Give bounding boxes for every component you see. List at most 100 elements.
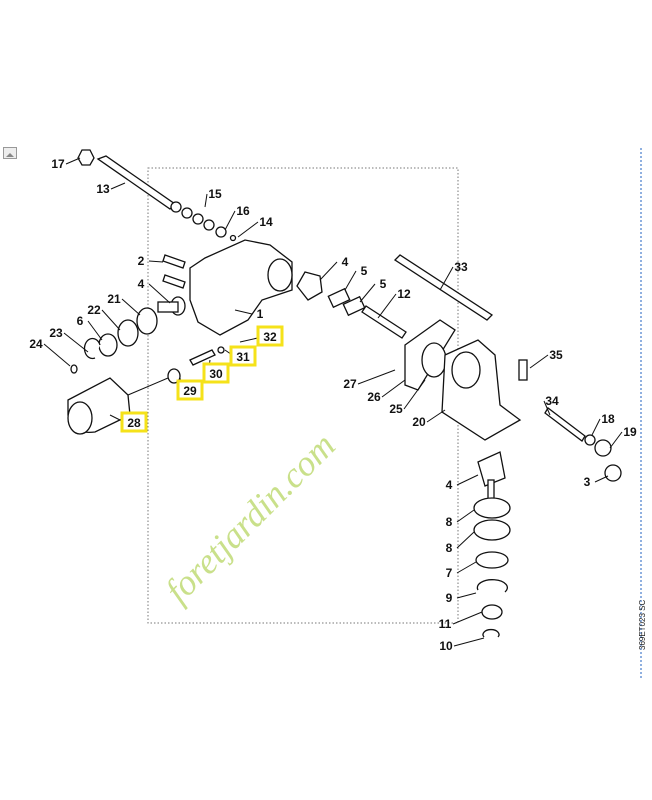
part-number: 2: [138, 254, 145, 268]
callout-14[interactable]: 14: [237, 215, 273, 238]
callout-12[interactable]: 12: [377, 287, 411, 319]
nut-11: [481, 604, 503, 620]
callout-30[interactable]: 30: [202, 359, 230, 384]
callout-15[interactable]: 15: [204, 187, 222, 208]
part-number: 14: [259, 215, 273, 229]
callout-13[interactable]: 13: [96, 182, 126, 196]
callout-34[interactable]: 34: [543, 394, 559, 416]
leader-line: [381, 379, 406, 398]
leader-line: [529, 354, 549, 369]
part-number: 30: [209, 367, 223, 381]
part-number: 22: [87, 303, 101, 317]
part-number: 11: [439, 617, 452, 631]
leader-line: [148, 260, 164, 263]
callout-33[interactable]: 33: [439, 260, 468, 291]
leader-line: [452, 611, 483, 625]
callout-28[interactable]: 28: [109, 411, 148, 433]
gasket-25: [421, 342, 447, 378]
screw-3: [604, 464, 622, 482]
callout-24[interactable]: 24: [29, 337, 71, 367]
highlight-box: [120, 411, 148, 433]
circlip-10: [482, 628, 500, 638]
bearing-21: [136, 307, 158, 335]
callout-5[interactable]: 5: [344, 264, 368, 291]
circlip-9: [476, 579, 508, 593]
leader-line: [609, 431, 623, 449]
callout-11[interactable]: 11: [439, 611, 483, 631]
leader-line: [359, 283, 376, 303]
callout-23[interactable]: 23: [49, 326, 89, 353]
part-number: 20: [412, 415, 426, 429]
part-number: 8: [446, 515, 453, 529]
plug-19: [594, 439, 612, 457]
leader-line: [591, 418, 601, 436]
callout-8[interactable]: 8: [446, 509, 475, 529]
callout-25[interactable]: 25: [389, 379, 426, 416]
part-number: 3: [584, 475, 591, 489]
bearing-22: [117, 319, 139, 347]
callout-7[interactable]: 7: [446, 561, 477, 580]
part-number: 1: [257, 307, 264, 321]
part-number: 6: [77, 314, 84, 328]
callout-32[interactable]: 32: [239, 325, 284, 347]
callout-17[interactable]: 17: [51, 157, 81, 171]
ring-6: [98, 333, 118, 357]
callout-9[interactable]: 9: [446, 591, 477, 605]
callout-4[interactable]: 4: [319, 255, 349, 281]
callout-29[interactable]: 29: [176, 377, 204, 401]
parts: [67, 149, 622, 638]
part-number: 4: [342, 255, 349, 269]
callout-3[interactable]: 3: [584, 475, 609, 489]
leader-line: [456, 474, 479, 486]
callout-8[interactable]: 8: [446, 531, 475, 555]
leader-line: [65, 157, 81, 165]
callout-26[interactable]: 26: [367, 379, 406, 404]
rod-33: [393, 254, 494, 321]
housing-1: [189, 239, 293, 336]
callout-5[interactable]: 5: [359, 277, 387, 303]
callout-31[interactable]: 31: [224, 345, 257, 367]
ring-18: [584, 434, 596, 446]
part-number: 5: [380, 277, 387, 291]
leader-line: [43, 343, 71, 367]
part-number: 16: [236, 204, 250, 218]
part-number: 7: [446, 566, 453, 580]
leader-line: [234, 309, 253, 315]
part-number: 9: [446, 591, 453, 605]
bevel-gear-4b: [477, 451, 506, 487]
callout-1[interactable]: 1: [234, 307, 264, 321]
callout-6[interactable]: 6: [77, 314, 103, 341]
leader-line: [87, 320, 103, 341]
part-number: 31: [236, 350, 250, 364]
part-number: 25: [389, 402, 403, 416]
leader-line: [148, 283, 171, 304]
highlight-box: [176, 379, 204, 401]
part-number: 19: [623, 425, 637, 439]
callout-22[interactable]: 22: [87, 303, 121, 331]
callout-16[interactable]: 16: [224, 204, 250, 231]
part-number: 5: [361, 264, 368, 278]
bearing-8a: [473, 497, 511, 519]
gear-housing-20: [441, 339, 522, 441]
callout-2[interactable]: 2: [138, 254, 164, 268]
leader-line: [224, 210, 236, 231]
leader-line: [357, 369, 396, 385]
callout-27[interactable]: 27: [343, 369, 396, 391]
leader-line: [101, 309, 121, 331]
callout-19[interactable]: 19: [609, 425, 637, 449]
callout-21[interactable]: 21: [107, 292, 141, 316]
callout-4[interactable]: 4: [138, 277, 171, 304]
leader-line: [63, 332, 89, 353]
part-number: 32: [263, 330, 277, 344]
callout-18[interactable]: 18: [591, 412, 615, 436]
image-icon[interactable]: [3, 147, 17, 159]
washer-16: [215, 226, 227, 238]
callout-35[interactable]: 35: [529, 348, 563, 369]
bushing-5a: [327, 287, 351, 309]
callout-4[interactable]: 4: [446, 474, 479, 492]
leader-line: [456, 531, 475, 549]
callout-20[interactable]: 20: [412, 409, 446, 429]
screw-2a: [162, 254, 186, 269]
callout-10[interactable]: 10: [439, 637, 485, 653]
